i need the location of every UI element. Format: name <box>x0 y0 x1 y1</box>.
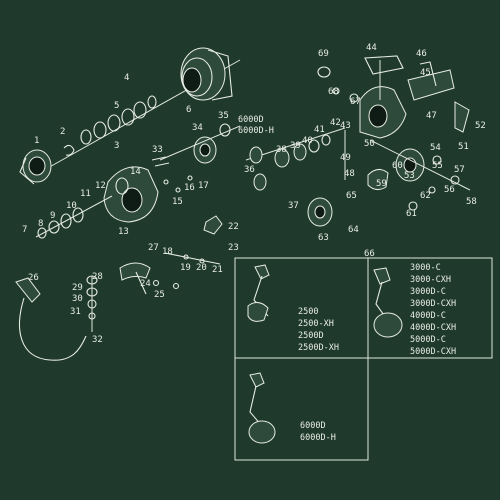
part-label: 65 <box>346 191 357 201</box>
part-label: 38 <box>276 145 287 155</box>
part-label: 15 <box>172 197 183 207</box>
part-label: 47 <box>426 111 437 121</box>
part-label: 56 <box>444 185 455 195</box>
part-label: 34 <box>192 123 203 133</box>
handle-variants <box>234 257 493 461</box>
part-label: 8 <box>38 219 43 229</box>
part-label: 66 <box>364 249 375 259</box>
part-label: 3 <box>114 141 119 151</box>
part-label: 29 <box>72 283 83 293</box>
part-label: 31 <box>70 307 81 317</box>
model-label: 6000D-H <box>238 126 274 136</box>
model-label: 3000D-CXH <box>410 299 456 309</box>
part-label: 35 <box>218 111 229 121</box>
part-label: 53 <box>404 171 415 181</box>
part-label: 26 <box>28 273 39 283</box>
part-label: 25 <box>154 290 165 300</box>
part-label: 24 <box>140 279 151 289</box>
part-label: 32 <box>92 335 103 345</box>
part-label: 7 <box>22 225 27 235</box>
part-label: 21 <box>212 265 223 275</box>
model-group-6000-label: 6000D 6000D-H <box>238 115 274 136</box>
part-label: 19 <box>180 263 191 273</box>
part-label: 36 <box>244 165 255 175</box>
part-label: 11 <box>80 189 91 199</box>
handle-box-c-models: 6000D 6000D-H <box>300 421 336 443</box>
part-label: 23 <box>228 243 239 253</box>
part-label: 20 <box>196 263 207 273</box>
model-label: 3000D-C <box>410 287 446 297</box>
part-label: 2 <box>60 127 65 137</box>
part-label: 27 <box>148 243 159 253</box>
gearbox-assembly <box>245 55 471 227</box>
part-label: 5 <box>114 101 119 111</box>
part-label: 59 <box>376 179 387 189</box>
part-label: 61 <box>406 209 417 219</box>
part-label: 44 <box>366 43 377 53</box>
model-label: 2500-XH <box>298 319 334 329</box>
bail-assembly <box>15 252 221 361</box>
part-label: 60 <box>392 161 403 171</box>
part-label: 48 <box>344 169 355 179</box>
part-label: 51 <box>458 142 469 152</box>
model-label: 2500D-XH <box>298 343 339 353</box>
part-label: 62 <box>420 191 431 201</box>
model-label: 2500D <box>298 331 324 341</box>
handle-box-b-models: 3000-C 3000-CXH 3000D-C 3000D-CXH 4000D-… <box>410 263 456 357</box>
spool-assembly <box>19 47 241 185</box>
part-label: 12 <box>95 181 106 191</box>
part-label: 50 <box>364 139 375 149</box>
part-label: 67 <box>350 97 361 107</box>
part-label: 69 <box>318 49 329 59</box>
part-label: 52 <box>475 121 486 131</box>
part-label: 6 <box>186 105 191 115</box>
part-label: 63 <box>318 233 329 243</box>
part-label: 40 <box>302 136 313 146</box>
part-label: 1 <box>34 136 39 146</box>
part-label: 13 <box>118 227 129 237</box>
part-label: 58 <box>466 197 477 207</box>
part-label: 41 <box>314 125 325 135</box>
part-label: 22 <box>228 222 239 232</box>
model-label: 2500 <box>298 307 318 317</box>
part-label: 64 <box>348 225 359 235</box>
model-label: 3000-C <box>410 263 441 273</box>
part-label: 68 <box>328 87 339 97</box>
model-label: 6000D <box>300 421 326 431</box>
part-label: 45 <box>420 68 431 78</box>
part-label: 37 <box>288 201 299 211</box>
part-label: 46 <box>416 49 427 59</box>
part-label: 10 <box>66 201 77 211</box>
part-label: 28 <box>92 272 103 282</box>
part-label: 18 <box>162 247 173 257</box>
model-label: 6000D-H <box>300 433 336 443</box>
part-label: 39 <box>290 141 301 151</box>
part-label: 55 <box>432 161 443 171</box>
body-assembly <box>35 123 241 239</box>
model-label: 5000D-C <box>410 335 446 345</box>
model-label: 3000-CXH <box>410 275 451 285</box>
part-label: 9 <box>50 211 55 221</box>
model-label: 4000D-C <box>410 311 446 321</box>
part-label: 4 <box>124 73 129 83</box>
part-label: 42 <box>330 118 341 128</box>
model-label: 5000D-CXH <box>410 347 456 357</box>
part-label: 54 <box>430 143 441 153</box>
model-label: 6000D <box>238 115 264 125</box>
part-label: 57 <box>454 165 465 175</box>
part-label: 49 <box>340 153 351 163</box>
model-label: 4000D-CXH <box>410 323 456 333</box>
part-label: 33 <box>152 145 163 155</box>
part-number-labels: 1 2 3 4 5 6 7 8 9 10 11 12 13 14 15 16 1… <box>22 43 486 345</box>
handle-box-a-models: 2500 2500-XH 2500D 2500D-XH <box>298 307 339 353</box>
part-label: 16 <box>184 183 195 193</box>
part-label: 14 <box>130 167 141 177</box>
part-label: 43 <box>340 121 351 131</box>
part-label: 30 <box>72 294 83 304</box>
part-label: 17 <box>198 181 209 191</box>
